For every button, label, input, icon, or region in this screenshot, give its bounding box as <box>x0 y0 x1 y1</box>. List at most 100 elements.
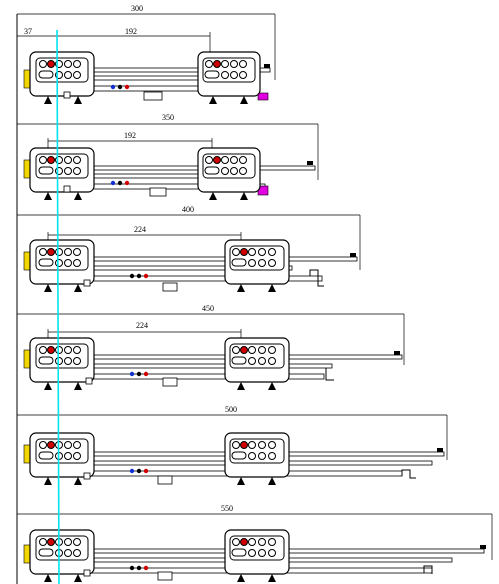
hole <box>258 248 266 256</box>
hole <box>39 441 47 449</box>
hole <box>73 60 81 68</box>
foot <box>237 574 245 582</box>
hole-red <box>47 60 55 68</box>
hole <box>39 346 47 354</box>
hole <box>258 259 266 267</box>
end-stop <box>480 545 486 549</box>
hole <box>230 71 238 79</box>
hole <box>64 60 72 68</box>
hole <box>258 452 266 460</box>
slot-hole <box>38 166 54 175</box>
bearing <box>117 180 123 186</box>
hole <box>232 346 240 354</box>
bearing <box>136 273 142 279</box>
spacing-label: 224 <box>134 225 146 234</box>
hole <box>258 441 266 449</box>
bearing <box>110 84 116 90</box>
hole <box>268 538 276 546</box>
lock-block <box>143 91 163 101</box>
hole <box>73 452 81 460</box>
hole <box>258 549 266 557</box>
hole-red <box>47 156 55 164</box>
slide-550: 550 <box>17 504 493 582</box>
end-stop <box>307 161 313 165</box>
hole <box>205 60 213 68</box>
hole-red <box>47 248 55 256</box>
foot <box>74 477 82 485</box>
hole-red <box>47 346 55 354</box>
foot <box>268 382 276 390</box>
hole <box>268 259 276 267</box>
foot <box>240 192 248 200</box>
hole <box>248 441 256 449</box>
hole <box>73 167 81 175</box>
foot <box>240 96 248 104</box>
hole <box>232 248 240 256</box>
bearing <box>129 273 135 279</box>
rail-middle <box>91 363 333 369</box>
hole <box>64 538 72 546</box>
lock-block <box>149 187 167 197</box>
small-clip <box>85 377 93 385</box>
hole <box>221 71 229 79</box>
bearing <box>143 371 149 377</box>
bearing <box>124 84 130 90</box>
slot-hole <box>38 70 54 79</box>
hole <box>64 167 72 175</box>
hole <box>55 259 63 267</box>
bearing <box>129 371 135 377</box>
hole <box>73 538 81 546</box>
hole <box>221 167 229 175</box>
slide-400: 400 224 <box>17 205 361 292</box>
hole <box>55 346 63 354</box>
end-stop <box>264 64 270 68</box>
length-label: 450 <box>202 304 214 313</box>
hole <box>248 248 256 256</box>
hole <box>39 156 47 164</box>
hole <box>268 441 276 449</box>
length-label: 350 <box>162 113 174 122</box>
lock-block <box>162 282 178 292</box>
hole <box>39 538 47 546</box>
foot <box>44 574 52 582</box>
hole <box>268 452 276 460</box>
spacing-label: 192 <box>124 131 136 140</box>
hole <box>73 71 81 79</box>
hole <box>268 248 276 256</box>
length-label: 300 <box>131 4 143 13</box>
hole <box>55 248 63 256</box>
bearing <box>136 565 142 571</box>
hole <box>258 357 266 365</box>
bearing <box>117 84 123 90</box>
bearing <box>136 468 142 474</box>
slide-300: 300 37 192 <box>17 4 276 104</box>
small-clip <box>83 569 91 577</box>
hole <box>73 346 81 354</box>
small-clip <box>83 472 91 480</box>
length-label: 500 <box>225 405 237 414</box>
hole <box>64 248 72 256</box>
slot-hole <box>38 548 54 557</box>
hole-red <box>240 346 248 354</box>
foot <box>74 382 82 390</box>
hole <box>64 259 72 267</box>
foot <box>74 96 82 104</box>
foot <box>237 284 245 292</box>
hole <box>73 259 81 267</box>
bearing <box>143 273 149 279</box>
hole-red <box>240 538 248 546</box>
foot <box>268 477 276 485</box>
foot <box>209 192 217 200</box>
hole <box>205 156 213 164</box>
hole <box>248 346 256 354</box>
hole-red <box>213 60 221 68</box>
foot <box>268 284 276 292</box>
rear-hook <box>401 469 416 479</box>
hole-red <box>213 156 221 164</box>
hole <box>258 538 266 546</box>
hole <box>64 346 72 354</box>
hole <box>230 60 238 68</box>
slot-hole <box>231 356 247 365</box>
hole <box>230 156 238 164</box>
hole <box>239 167 247 175</box>
